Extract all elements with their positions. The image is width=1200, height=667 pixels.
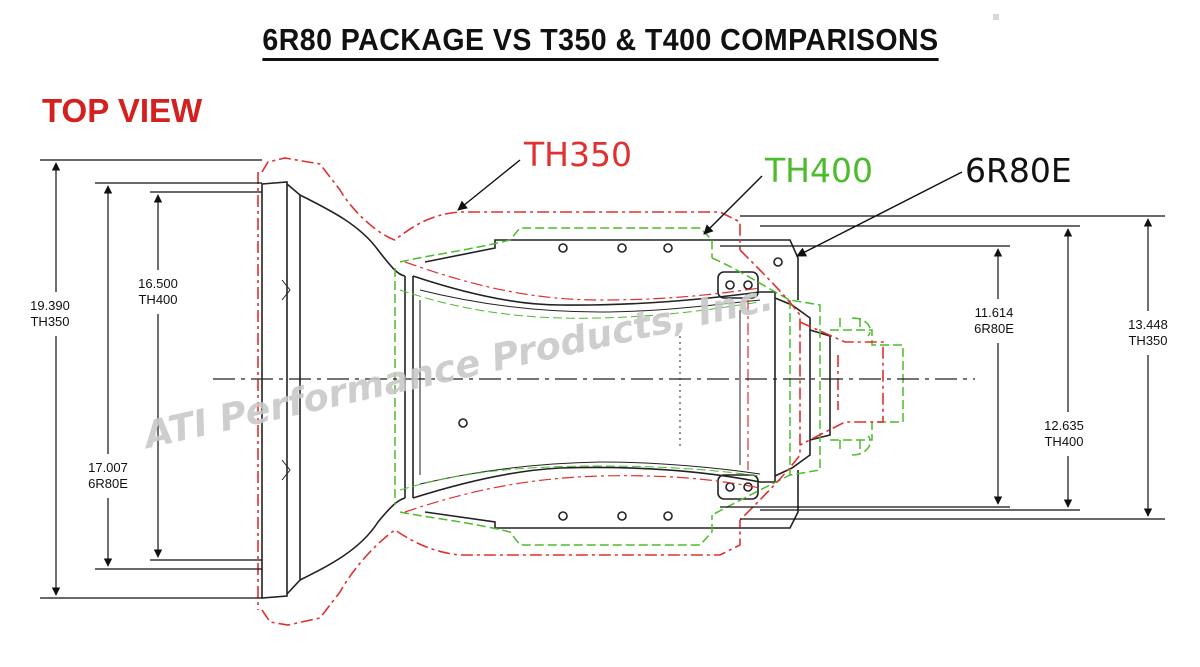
dimension-unit: 6R80E — [88, 476, 128, 491]
dimension-unit: 6R80E — [974, 321, 1014, 336]
outline-th400 — [394, 227, 904, 546]
dimension-6r80e-case: 11.614 6R80E — [966, 303, 1022, 339]
dimension-unit: TH350 — [1128, 333, 1168, 348]
dimension-6r80e-bell: 17.007 6R80E — [80, 458, 136, 494]
callout-leaders — [457, 159, 963, 257]
dimension-unit: TH400 — [138, 292, 178, 307]
dimension-th400-bell: 16.500 TH400 — [130, 274, 186, 310]
callout-th350: TH350 — [524, 135, 632, 174]
dimension-value: 19.390 — [30, 298, 70, 313]
outline-6r80e — [261, 181, 831, 599]
dimension-value: 13.448 — [1128, 317, 1168, 332]
dimension-lines — [40, 159, 1165, 599]
callout-6r80e: 6R80E — [965, 151, 1072, 190]
dimension-unit: TH350 — [30, 314, 70, 329]
corner-mark — [993, 14, 999, 20]
dimension-unit: TH400 — [1044, 434, 1084, 449]
outline-th350 — [257, 157, 884, 626]
dimension-th350-overall: 19.390 TH350 — [25, 296, 75, 332]
dimension-th400-case: 12.635 TH400 — [1034, 416, 1094, 452]
dimension-value: 12.635 — [1044, 418, 1084, 433]
callout-th400: TH400 — [765, 151, 873, 190]
dimension-th350-case: 13.448 TH350 — [1120, 315, 1176, 351]
page-title-text: 6R80 PACKAGE VS T350 & T400 COMPARISONS — [261, 22, 939, 61]
dimension-value: 17.007 — [88, 460, 128, 475]
page-title: 6R80 PACKAGE VS T350 & T400 COMPARISONS — [0, 22, 1200, 61]
dimension-value: 11.614 — [974, 305, 1014, 320]
dimension-value: 16.500 — [138, 276, 178, 291]
view-label: TOP VIEW — [42, 92, 203, 129]
